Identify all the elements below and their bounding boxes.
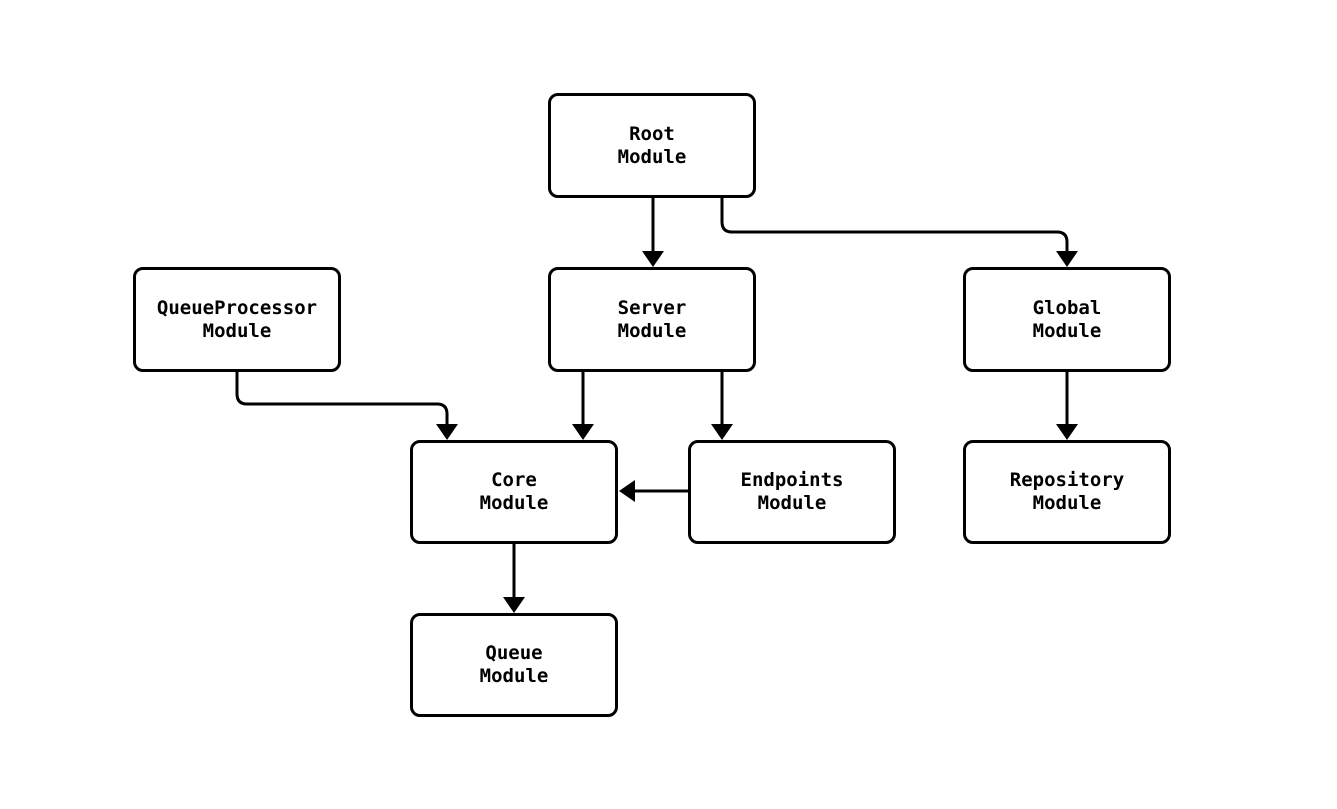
- arrowhead-root-to-server: [642, 251, 664, 267]
- node-label: Server: [617, 296, 687, 319]
- node-label: Module: [617, 319, 687, 342]
- arrowhead-server-to-endpoints: [711, 424, 733, 440]
- node-label: Module: [479, 665, 549, 687]
- node-label: Module: [757, 492, 827, 514]
- node-label: Global: [1032, 296, 1102, 319]
- node-label: Endpoints: [740, 469, 844, 491]
- node-label: Module: [479, 492, 549, 514]
- node-label: Module: [1032, 319, 1102, 342]
- node-label: Repository: [1009, 469, 1125, 491]
- arrowhead-server-to-core: [572, 424, 594, 440]
- arrowhead-root-to-global: [1056, 251, 1078, 267]
- arrowhead-core-to-queue: [503, 597, 525, 613]
- arrowhead-queueprocessor-to-core: [436, 424, 458, 440]
- edge-queueprocessor-to-core: [235, 372, 449, 424]
- arrowhead-endpoints-to-core: [619, 480, 635, 502]
- node-label: Module: [1032, 492, 1102, 514]
- arrowhead-global-to-repository: [1056, 424, 1078, 440]
- node-label: Core: [491, 469, 537, 491]
- node-label: Queue: [485, 642, 543, 664]
- node-label: Module: [617, 145, 687, 168]
- edge-root-to-global: [720, 197, 1069, 251]
- node-label: Root: [629, 122, 675, 145]
- node-label: QueueProcessor: [156, 296, 318, 319]
- node-label: Module: [202, 319, 272, 342]
